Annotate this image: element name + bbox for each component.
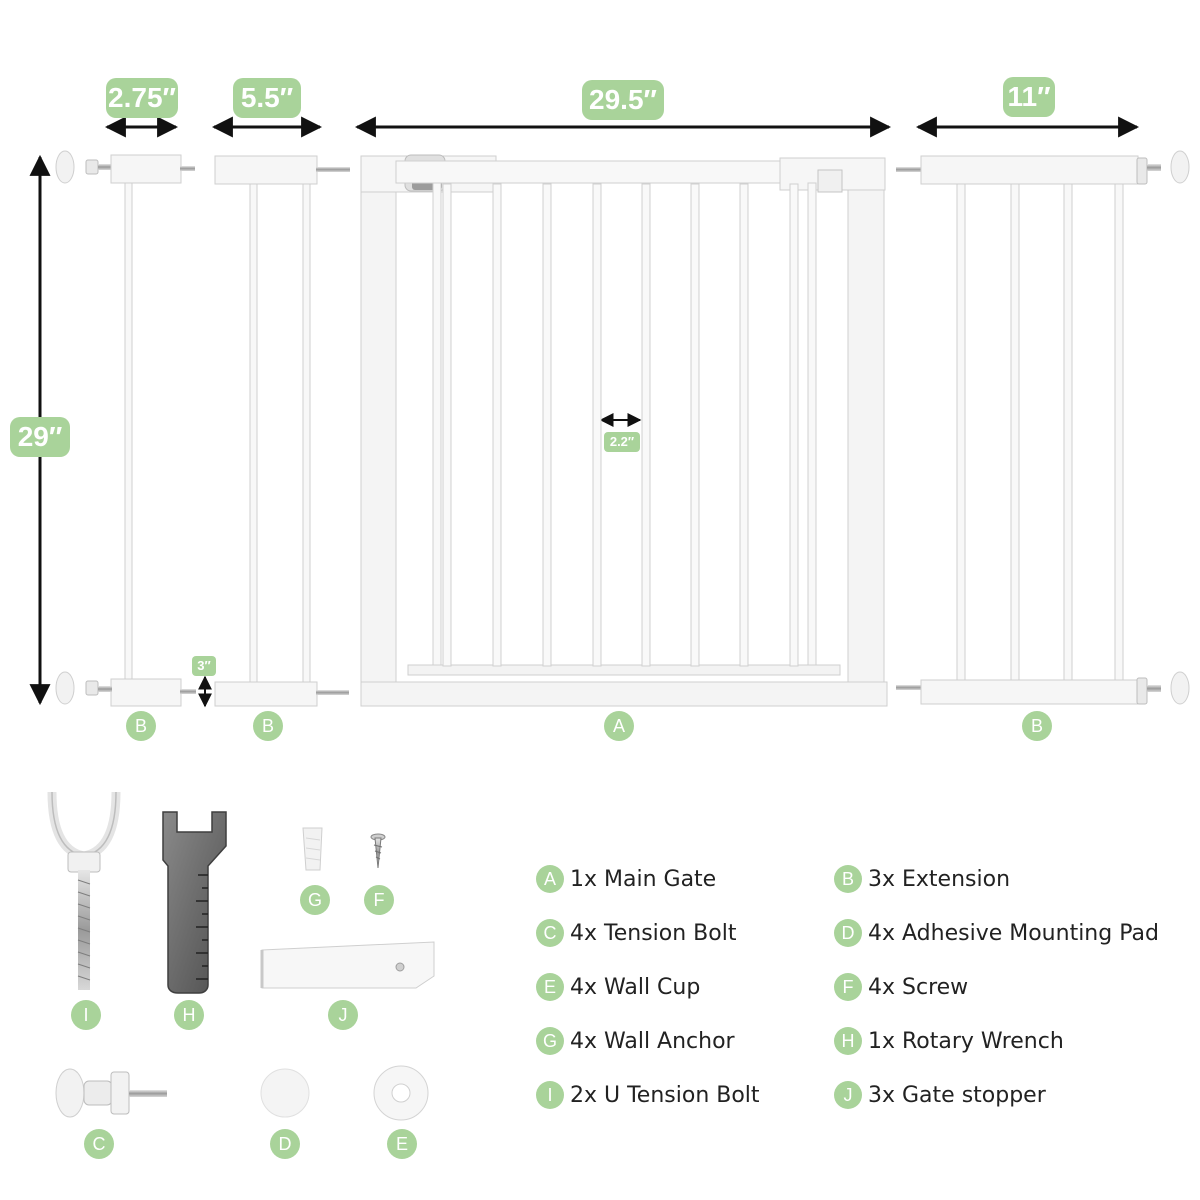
gate-stopper-icon — [260, 941, 435, 989]
extension-large — [896, 150, 1190, 705]
dim-label-height: 29″ — [10, 417, 70, 457]
legend-text: 4x Tension Bolt — [570, 920, 737, 946]
screw-icon — [370, 833, 386, 869]
legend-letter: I — [536, 1081, 564, 1109]
dim-label-ext-medium: 5.5″ — [233, 78, 301, 118]
legend-item: H 1x Rotary Wrench — [834, 1026, 1064, 1056]
u-tension-bolt-icon — [47, 791, 121, 990]
legend-text: 4x Wall Cup — [570, 974, 701, 1000]
panel-label-ext-small: B — [126, 711, 156, 741]
legend-text: 1x Rotary Wrench — [868, 1028, 1064, 1054]
legend-letter: A — [536, 865, 564, 893]
adhesive-pad-icon — [260, 1068, 310, 1118]
dim-label-ext-large: 11″ — [1003, 77, 1055, 117]
extension-small — [55, 150, 196, 707]
extension-medium — [214, 155, 350, 707]
dim-label-ext-small: 2.75″ — [106, 78, 178, 118]
legend-item: A 1x Main Gate — [536, 864, 716, 894]
dimension-arrows — [29, 116, 1140, 708]
part-label-wrench: H — [174, 1000, 204, 1030]
legend-letter: D — [834, 919, 862, 947]
wall-anchor-icon — [302, 827, 323, 871]
legend-item: C 4x Tension Bolt — [536, 918, 736, 948]
part-label-screw: F — [364, 885, 394, 915]
part-label-anchor: G — [300, 885, 330, 915]
part-label-wall-cup: E — [387, 1129, 417, 1159]
legend-item: D 4x Adhesive Mounting Pad — [834, 918, 1159, 948]
legend-text: 4x Wall Anchor — [570, 1028, 735, 1054]
legend-letter: J — [834, 1081, 862, 1109]
legend-item: J 3x Gate stopper — [834, 1080, 1046, 1110]
wall-cup-icon — [55, 671, 75, 705]
legend-text: 2x U Tension Bolt — [570, 1082, 760, 1108]
gate-bars — [442, 183, 799, 667]
panel-label-ext-medium: B — [253, 711, 283, 741]
legend-letter: F — [834, 973, 862, 1001]
dim-label-bottom-gap: 3″ — [192, 656, 216, 676]
legend-item: G 4x Wall Anchor — [536, 1026, 735, 1056]
main-gate — [360, 154, 888, 707]
legend-item: F 4x Screw — [834, 972, 968, 1002]
dim-label-gate: 29.5″ — [582, 80, 664, 120]
part-label-u-bolt: I — [71, 1000, 101, 1030]
legend-text: 3x Extension — [868, 866, 1011, 892]
legend-text: 1x Main Gate — [570, 866, 717, 892]
part-label-pad: D — [270, 1129, 300, 1159]
panel-label-gate: A — [604, 711, 634, 741]
legend-text: 4x Screw — [868, 974, 969, 1000]
wall-cup-part-icon — [373, 1065, 429, 1121]
panel-label-ext-large: B — [1022, 711, 1052, 741]
legend-text: 4x Adhesive Mounting Pad — [868, 920, 1159, 946]
part-label-tension-bolt: C — [84, 1129, 114, 1159]
legend-letter: H — [834, 1027, 862, 1055]
legend-letter: G — [536, 1027, 564, 1055]
wall-cup-icon — [55, 150, 75, 184]
tension-bolt-icon — [55, 1068, 167, 1118]
legend-letter: B — [834, 865, 862, 893]
wall-cup-icon — [1170, 671, 1190, 705]
dim-label-bar-spacing: 2.2″ — [604, 432, 640, 452]
wall-cup-icon — [1170, 150, 1190, 184]
legend-item: E 4x Wall Cup — [536, 972, 700, 1002]
legend-item: B 3x Extension — [834, 864, 1010, 894]
legend-letter: C — [536, 919, 564, 947]
legend-letter: E — [536, 973, 564, 1001]
part-label-stopper: J — [328, 1000, 358, 1030]
rotary-wrench-icon — [162, 811, 227, 994]
legend-text: 3x Gate stopper — [868, 1082, 1046, 1108]
legend-item: I 2x U Tension Bolt — [536, 1080, 760, 1110]
